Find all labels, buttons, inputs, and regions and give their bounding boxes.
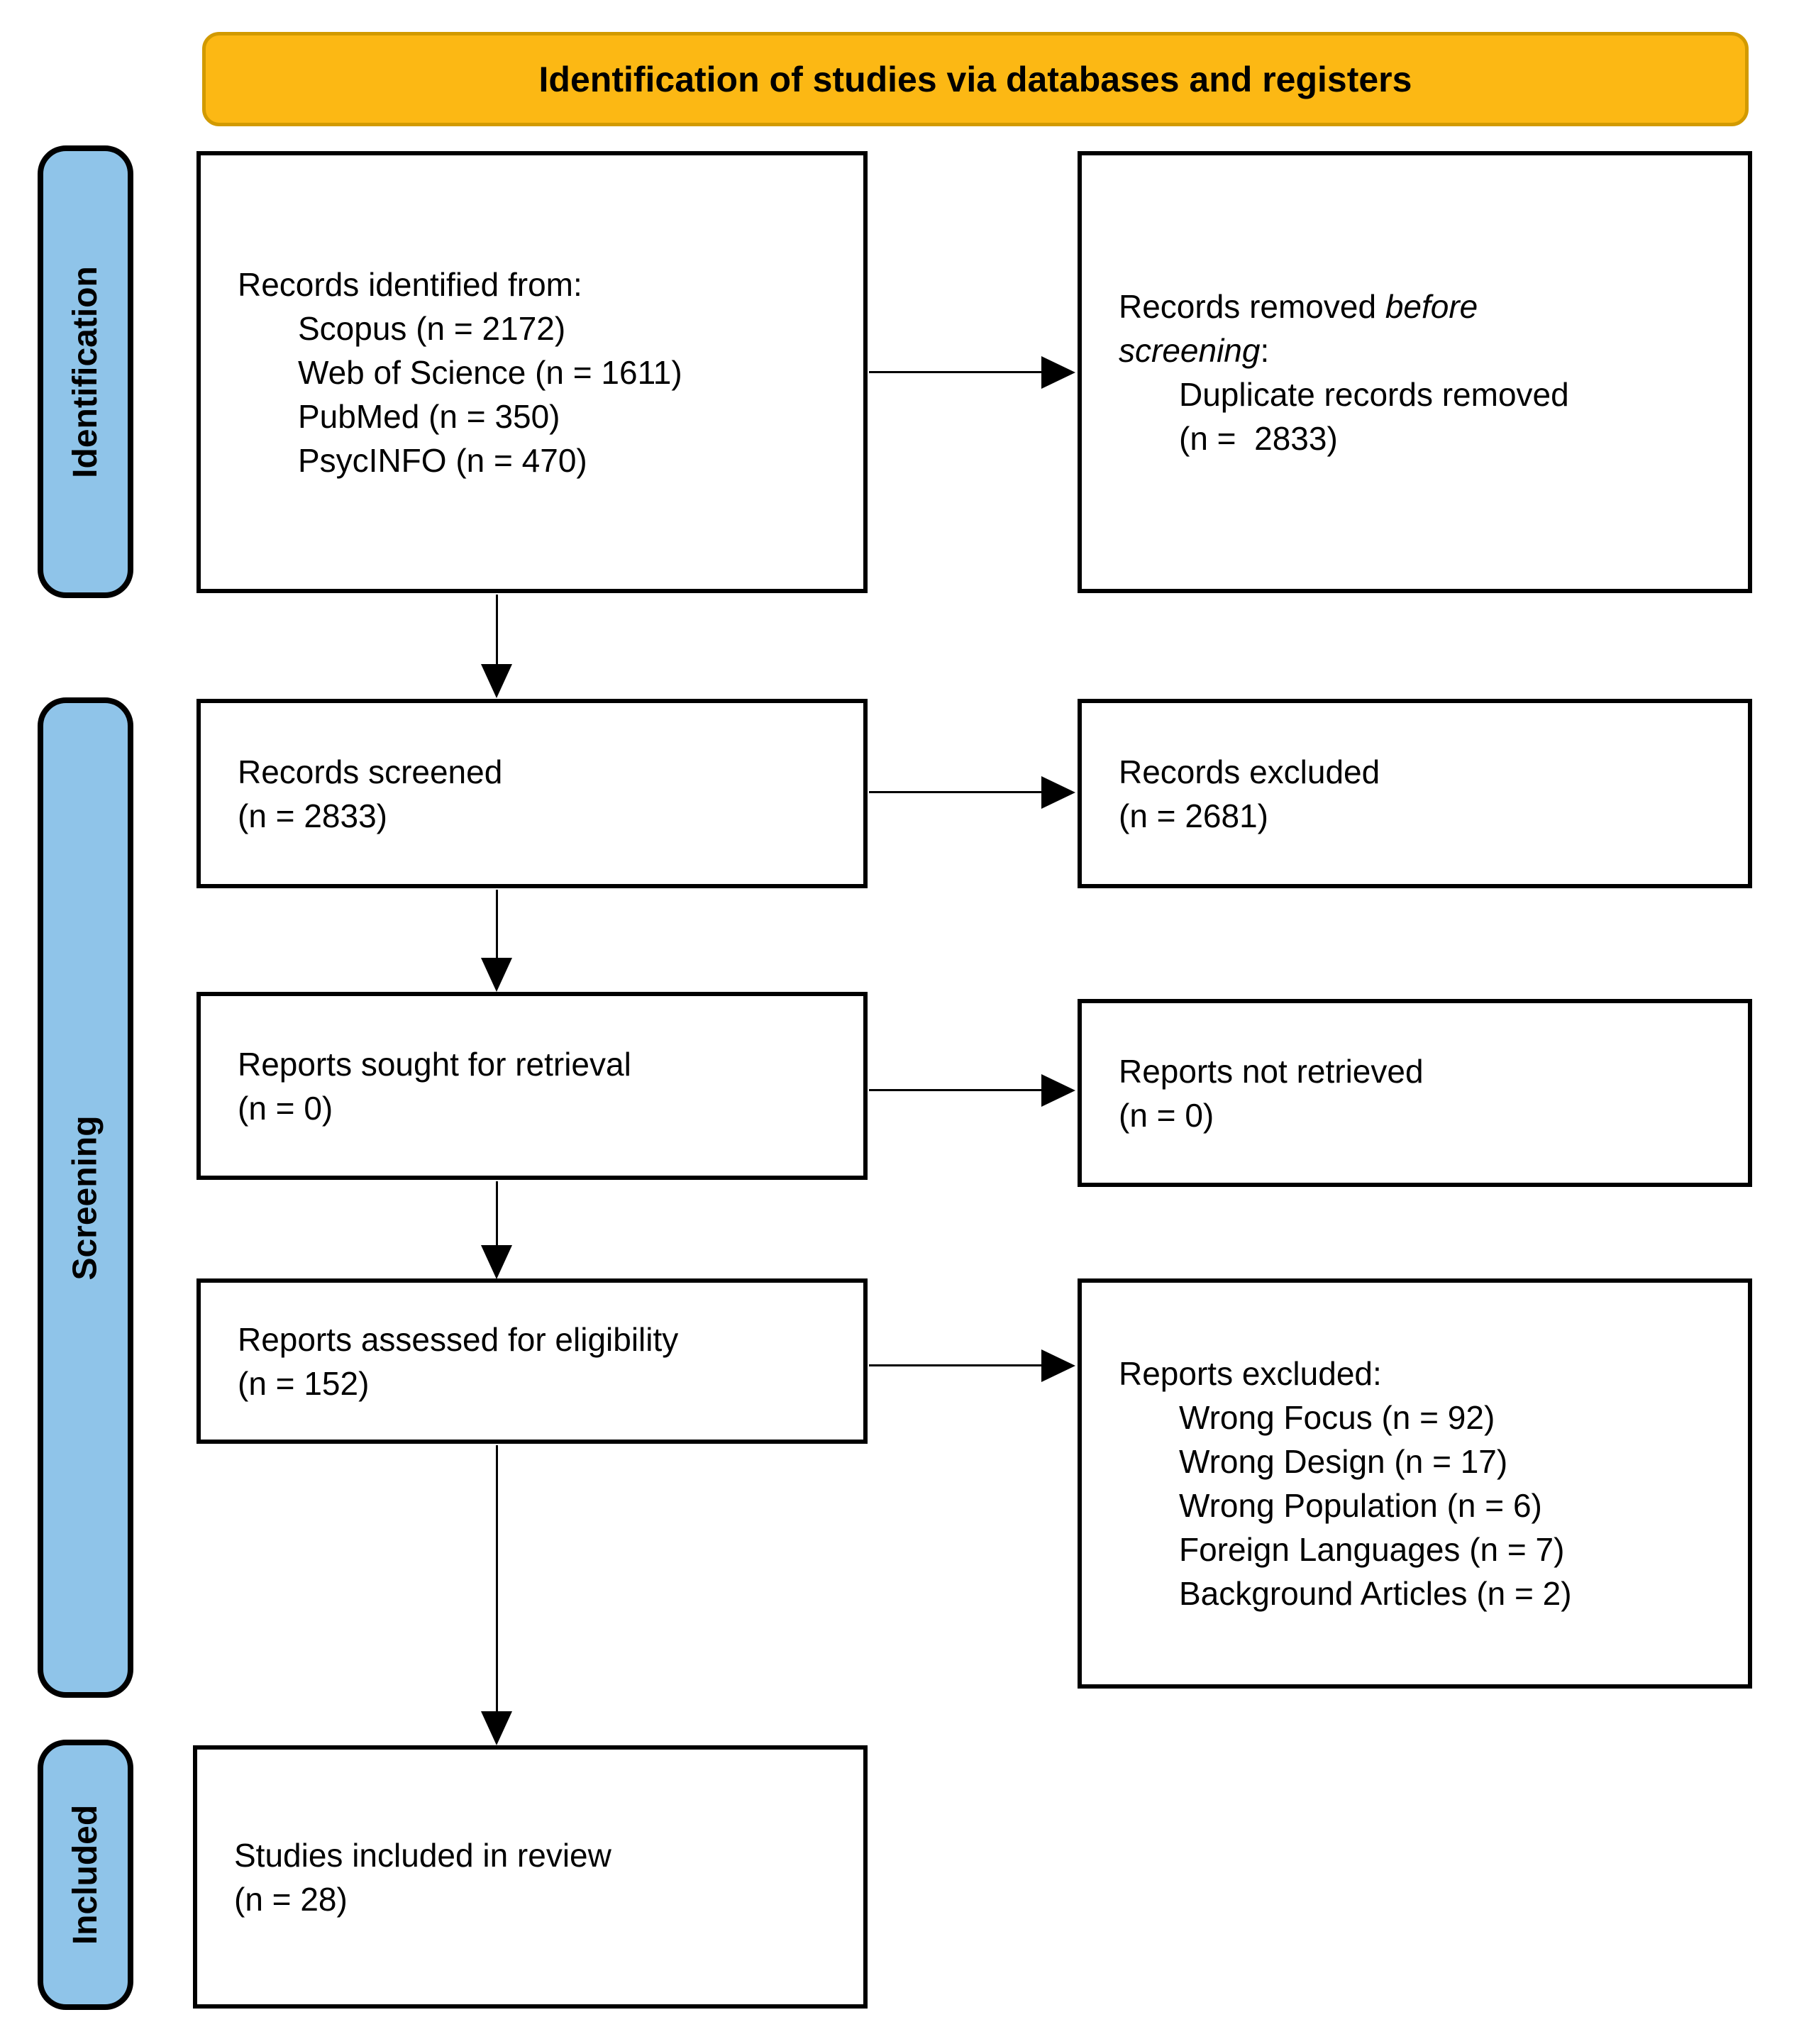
box-text-line: Reports sought for retrieval	[238, 1042, 843, 1086]
box-text-line: Background Articles (n = 2)	[1119, 1571, 1728, 1615]
italic-text-segment: before	[1385, 287, 1478, 325]
box-text-line: Records removed before	[1119, 284, 1728, 328]
arrow-shaft	[496, 595, 498, 665]
box-text-line: (n = 0)	[238, 1086, 843, 1130]
arrow-down-icon	[481, 1711, 512, 1745]
text-segment: (n = 0)	[238, 1089, 333, 1127]
box-text-line: Duplicate records removed	[1119, 372, 1728, 416]
box-text-line: (n = 0)	[1119, 1093, 1728, 1137]
box-records-excluded: Records excluded (n = 2681)	[1078, 699, 1752, 888]
text-segment: Wrong Design (n = 17)	[1179, 1443, 1508, 1480]
text-segment: (n = 2681)	[1119, 797, 1268, 834]
box-text-line: Foreign Languages (n = 7)	[1119, 1528, 1728, 1571]
box-text-line: Wrong Focus (n = 92)	[1119, 1396, 1728, 1440]
box-text-line: PubMed (n = 350)	[238, 394, 843, 438]
stage-label: Included	[67, 1804, 104, 1945]
text-segment: (n = 2833)	[238, 797, 387, 834]
box-text-line: Wrong Design (n = 17)	[1119, 1440, 1728, 1484]
arrow-shaft	[869, 1089, 1043, 1091]
text-segment: (n = 0)	[1119, 1096, 1214, 1134]
arrow-shaft	[496, 1181, 498, 1247]
stage-tab-identification: Identification	[38, 145, 133, 598]
box-reports-sought-for-retrieval: Reports sought for retrieval (n = 0)	[196, 992, 868, 1180]
box-text-line: Scopus (n = 2172)	[238, 306, 843, 350]
box-reports-excluded: Reports excluded: Wrong Focus (n = 92) Wro…	[1078, 1278, 1752, 1689]
box-text-line: (n = 152)	[238, 1361, 843, 1405]
box-text-line: Reports not retrieved	[1119, 1049, 1728, 1093]
box-studies-included-in-review: Studies included in review (n = 28)	[193, 1745, 868, 2009]
diagram-title: Identification of studies via databases …	[538, 59, 1412, 99]
box-text-line: PsycINFO (n = 470)	[238, 438, 843, 482]
text-segment: PubMed (n = 350)	[298, 397, 560, 435]
arrow-down-icon	[481, 958, 512, 992]
text-segment: Wrong Focus (n = 92)	[1179, 1399, 1495, 1436]
text-segment: :	[1260, 331, 1270, 369]
box-text-line: Web of Science (n = 1611)	[238, 350, 843, 394]
arrow-shaft	[869, 1364, 1043, 1366]
arrow-shaft	[496, 890, 498, 959]
box-reports-assessed-for-eligibility: Reports assessed for eligibility (n = 152…	[196, 1278, 868, 1444]
text-segment: Wrong Population (n = 6)	[1179, 1487, 1542, 1524]
text-segment: Studies included in review	[234, 1836, 611, 1874]
box-text-line: Reports assessed for eligibility	[238, 1317, 843, 1361]
text-segment: (n = 28)	[234, 1880, 348, 1918]
arrow-right-icon	[1041, 356, 1075, 389]
box-text-line: (n = 2833)	[238, 794, 843, 838]
italic-text-segment: screening	[1119, 331, 1261, 369]
text-segment: Reports assessed for eligibility	[238, 1320, 679, 1358]
text-segment: Background Articles (n = 2)	[1179, 1575, 1572, 1612]
box-text-line: Studies included in review	[234, 1833, 843, 1877]
text-segment: Records identified from:	[238, 265, 582, 303]
box-text-line: screening:	[1119, 328, 1728, 372]
box-text-line: (n = 28)	[234, 1877, 843, 1921]
text-segment: (n = 152)	[238, 1364, 370, 1402]
box-reports-not-retrieved: Reports not retrieved (n = 0)	[1078, 999, 1752, 1187]
stage-label: Screening	[67, 1115, 105, 1281]
text-segment: Scopus (n = 2172)	[298, 309, 566, 347]
box-records-identified: Records identified from: Scopus (n = 2172…	[196, 151, 868, 593]
box-records-screened: Records screened (n = 2833)	[196, 699, 868, 888]
box-text-line: Wrong Population (n = 6)	[1119, 1484, 1728, 1528]
text-segment: Records removed	[1119, 287, 1385, 325]
text-segment: PsycINFO (n = 470)	[298, 441, 587, 479]
box-text-line: (n = 2681)	[1119, 794, 1728, 838]
text-segment: Foreign Languages (n = 7)	[1179, 1531, 1565, 1568]
diagram-title-banner: Identification of studies via databases …	[202, 32, 1749, 126]
text-segment: Duplicate records removed	[1179, 375, 1569, 413]
arrow-right-icon	[1041, 776, 1075, 809]
box-text-line: Records identified from:	[238, 263, 843, 306]
text-segment: Reports not retrieved	[1119, 1052, 1424, 1090]
text-segment: Records screened	[238, 753, 503, 790]
text-segment: Reports excluded:	[1119, 1355, 1382, 1392]
arrow-right-icon	[1041, 1074, 1075, 1107]
text-segment: Web of Science (n = 1611)	[298, 353, 682, 391]
box-text-line: Reports excluded:	[1119, 1352, 1728, 1396]
arrow-shaft	[496, 1445, 498, 1713]
box-text-line: Records excluded	[1119, 750, 1728, 794]
stage-tab-included: Included	[38, 1740, 133, 2010]
arrow-right-icon	[1041, 1349, 1075, 1382]
stage-tab-screening: Screening	[38, 697, 133, 1698]
box-text-line: Records screened	[238, 750, 843, 794]
arrow-shaft	[869, 791, 1043, 793]
text-segment: Records excluded	[1119, 753, 1380, 790]
stage-label: Identification	[67, 265, 105, 478]
box-text-line: (n = 2833)	[1119, 416, 1728, 460]
text-segment: Reports sought for retrieval	[238, 1045, 631, 1083]
text-segment: (n = 2833)	[1179, 419, 1338, 457]
arrow-down-icon	[481, 664, 512, 698]
arrow-down-icon	[481, 1245, 512, 1279]
arrow-shaft	[869, 371, 1043, 373]
